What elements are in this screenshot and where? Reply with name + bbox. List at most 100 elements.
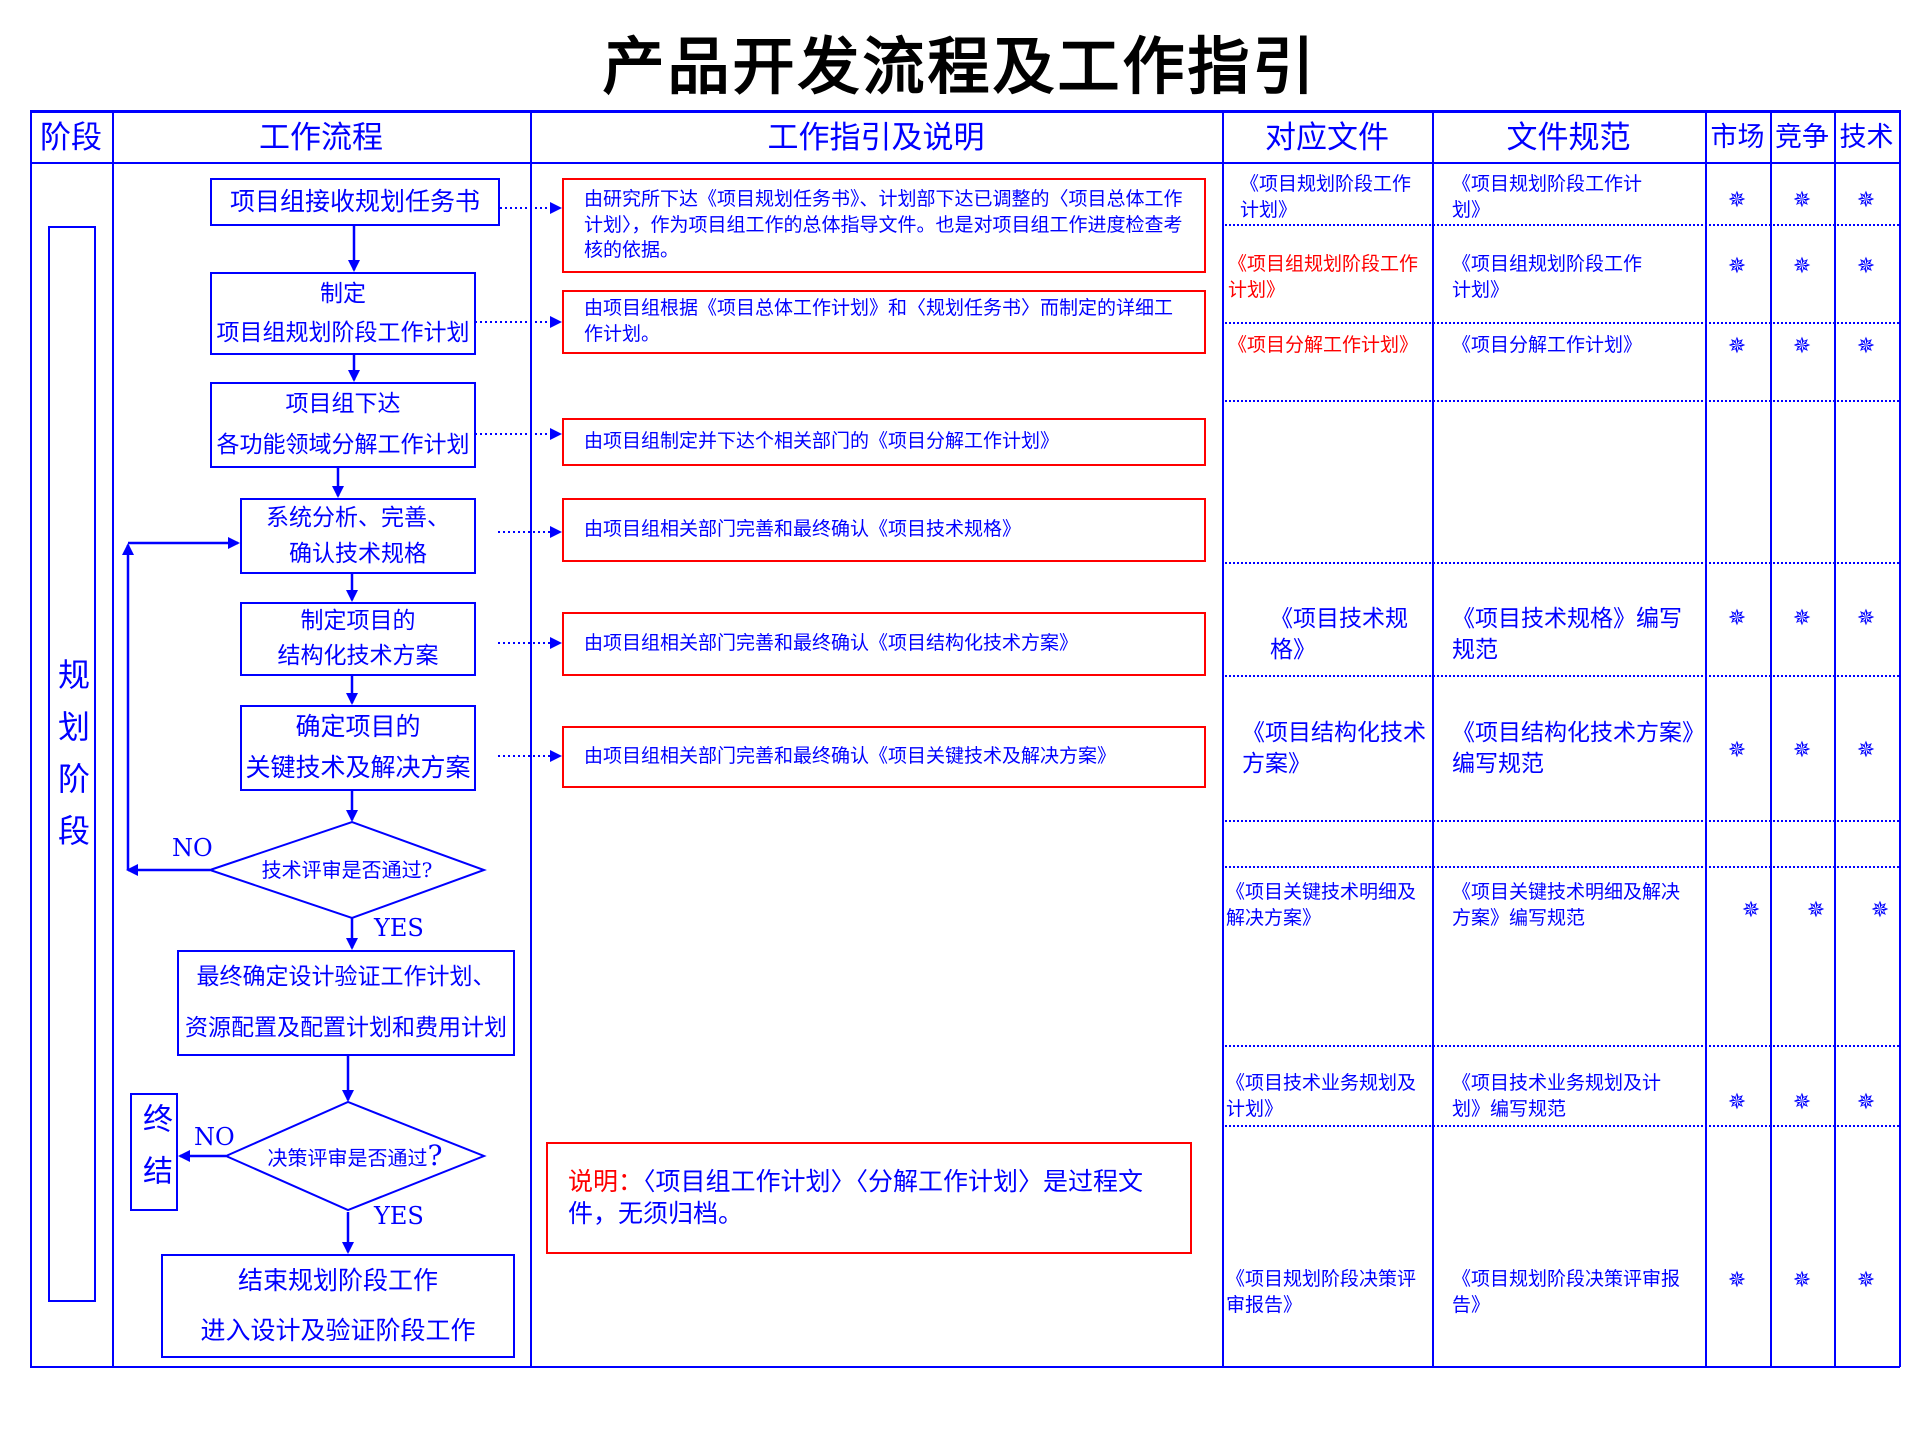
flow-step-text: 结构化技术方案 [277,643,439,670]
note-box: 说明：〈项目组工作计划〉〈分解工作计划〉是过程文件，无须归档。 [546,1142,1192,1254]
header-tech: 技术 [1839,122,1894,153]
star-icon: ✵ [1856,1090,1876,1115]
spec-item-3: 《项目分解工作计划》 [1452,334,1643,356]
flow-step-text: 项目组下达 [285,391,401,418]
col-line-1 [112,110,114,1367]
stage-label: 规划阶段 [53,658,91,866]
header-flow: 工作流程 [259,120,383,156]
doc-item-1: 《项目规划阶段工作计划》 [1240,173,1412,221]
decision-question-mark: ? [427,1139,443,1172]
terminate-label: 终结 [137,1103,172,1207]
flow-step-structured-plan: 制定项目的 结构化技术方案 [240,602,476,676]
flow-step-text: 各功能领域分解工作计划 [216,432,470,459]
star-icon: ✵ [1792,188,1812,213]
decision-tech-review: 技术评审是否通过? [261,858,433,882]
header-compete: 竞争 [1775,122,1829,153]
star-icon: ✵ [1792,606,1812,631]
row-separator [1222,400,1899,402]
decision-final-review: 决策评审是否通过? [226,1138,484,1176]
spec-item-1: 《项目规划阶段工作计划》 [1452,173,1643,221]
star-icon: ✵ [1727,606,1747,631]
spec-item-5: 《项目结构化技术方案》编写规范 [1452,720,1694,778]
flow-step-text: 制定 [320,280,366,307]
col-line-3 [1222,110,1224,1367]
terminate-box: 终结 [130,1093,178,1211]
col-line-6 [1770,110,1772,1367]
doc-item-2: 《项目组规划阶段工作计划》 [1228,253,1419,301]
flow-step-plan: 制定 项目组规划阶段工作计划 [210,272,476,355]
star-icon: ✵ [1792,738,1812,763]
star-icon: ✵ [1856,188,1876,213]
flow-step-text: 项目组接收规划任务书 [229,186,480,216]
star-icon: ✵ [1870,898,1890,923]
row-separator [1222,820,1899,822]
decision-text: 决策评审是否通过 [267,1146,428,1170]
guide-text: 由研究所下达《项目规划任务书》、计划部下达已调整的〈项目总体工作计划〉，作为项目… [584,188,1183,262]
col-line-5 [1705,110,1707,1367]
flow-step-text: 资源配置及配置计划和费用计划 [185,1015,507,1042]
decision-yes-label: YES [374,914,424,942]
flow-step-end-planning: 结束规划阶段工作 进入设计及验证阶段工作 [161,1254,515,1358]
guide-box-5: 由项目组相关部门完善和最终确认《项目结构化技术方案》 [562,612,1206,676]
guide-text: 由项目组相关部门完善和最终确认《项目关键技术及解决方案》 [584,745,1117,768]
row-separator [1222,866,1899,868]
guide-box-2: 由项目组根据《项目总体工作计划》和〈规划任务书〉而制定的详细工作计划。 [562,290,1206,354]
row-separator [1222,1125,1899,1127]
spec-item-8: 《项目规划阶段决策评审报告》 [1452,1268,1681,1316]
guide-box-6: 由项目组相关部门完善和最终确认《项目关键技术及解决方案》 [562,726,1206,788]
header-stage: 阶段 [40,120,102,156]
flow-step-text: 关键技术及解决方案 [245,753,471,783]
star-icon: ✵ [1856,1268,1876,1293]
star-icon: ✵ [1741,898,1761,923]
flow-step-text: 系统分析、完善、 [266,504,450,531]
guide-text: 由项目组相关部门完善和最终确认《项目结构化技术方案》 [584,632,1079,655]
header-market: 市场 [1710,122,1765,153]
spec-item-6: 《项目关键技术明细及解决方案》编写规范 [1452,881,1681,929]
stage-planning: 规划阶段 [48,226,96,1302]
flow-step-text: 项目组规划阶段工作计划 [216,320,470,347]
flow-step-text: 进入设计及验证阶段工作 [200,1315,476,1345]
spec-item-4: 《项目技术规格》编写规范 [1452,606,1682,664]
star-icon: ✵ [1727,1090,1747,1115]
decision-yes-label: YES [374,1202,424,1230]
row-separator [1222,322,1899,324]
star-icon: ✵ [1727,1268,1747,1293]
star-icon: ✵ [1856,606,1876,631]
doc-item-7: 《项目技术业务规划及计划》 [1226,1072,1417,1120]
header-doc: 对应文件 [1265,120,1389,156]
flow-step-text: 最终确定设计验证工作计划、 [196,964,496,991]
col-line-4 [1432,110,1434,1367]
doc-item-5: 《项目结构化技术方案》 [1242,720,1426,778]
guide-text: 由项目组相关部门完善和最终确认《项目技术规格》 [584,518,1022,541]
row-separator [1222,1045,1899,1047]
flow-step-text: 确认技术规格 [289,540,427,567]
flow-step-receive-task: 项目组接收规划任务书 [210,178,500,226]
flow-step-text: 确定项目的 [295,712,421,742]
flow-step-key-tech: 确定项目的 关键技术及解决方案 [240,705,476,791]
doc-item-8: 《项目规划阶段决策评审报告》 [1226,1268,1417,1316]
doc-item-6: 《项目关键技术明细及解决方案》 [1226,881,1417,929]
flow-step-tech-spec: 系统分析、完善、 确认技术规格 [240,498,476,574]
note-label: 说明： [568,1166,644,1196]
note-text: 说明：〈项目组工作计划〉〈分解工作计划〉是过程文件，无须归档。 [568,1166,1170,1231]
table-top-border [30,110,1900,113]
row-separator [1222,224,1899,226]
guide-text: 由项目组制定并下达个相关部门的《项目分解工作计划》 [584,430,1060,453]
col-line-0 [30,110,32,1367]
star-icon: ✵ [1792,1268,1812,1293]
guide-text: 由项目组根据《项目总体工作计划》和〈规划任务书〉而制定的详细工作计划。 [584,297,1174,345]
spec-item-7: 《项目技术业务规划及计划》编写规范 [1452,1072,1662,1120]
flow-step-text: 结束规划阶段工作 [237,1265,438,1295]
star-icon: ✵ [1856,254,1876,279]
col-line-2 [530,110,532,1367]
star-icon: ✵ [1806,898,1826,923]
guide-box-3: 由项目组制定并下达个相关部门的《项目分解工作计划》 [562,418,1206,466]
header-spec: 文件规范 [1506,120,1631,156]
flow-step-text: 制定项目的 [300,608,416,635]
star-icon: ✵ [1792,1090,1812,1115]
star-icon: ✵ [1727,254,1747,279]
doc-item-3: 《项目分解工作计划》 [1228,334,1419,356]
row-separator [1222,562,1899,564]
star-icon: ✵ [1792,254,1812,279]
